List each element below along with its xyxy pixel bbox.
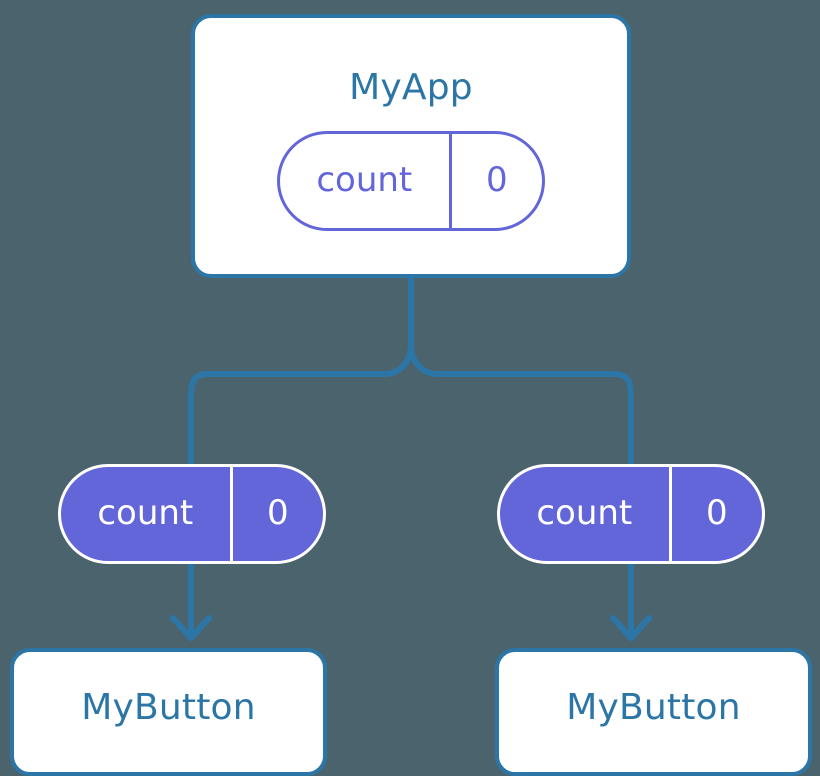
state-pill-right-key: count	[500, 467, 672, 561]
state-pill-left[interactable]: count 0	[58, 464, 326, 564]
component-title-myapp: MyApp	[349, 67, 473, 108]
state-pill-right-value: 0	[705, 492, 728, 533]
branch-connector-left	[188, 343, 414, 464]
state-pill-left-value: 0	[266, 492, 289, 533]
branch-connector-right	[408, 343, 634, 464]
component-title-mybutton-left: MyButton	[81, 687, 256, 728]
state-pill-root[interactable]: count 0	[277, 131, 545, 231]
state-pill-right[interactable]: count 0	[497, 464, 765, 564]
arrow-head-right	[610, 615, 652, 641]
arrow-head-left	[170, 615, 212, 641]
state-pill-root-value: 0	[485, 159, 508, 200]
component-card-mybutton-right[interactable]: MyButton	[495, 648, 812, 776]
state-pill-left-key: count	[61, 467, 233, 561]
state-pill-root-key: count	[280, 134, 452, 228]
component-card-mybutton-left[interactable]: MyButton	[10, 648, 327, 776]
component-title-mybutton-right: MyButton	[566, 687, 741, 728]
